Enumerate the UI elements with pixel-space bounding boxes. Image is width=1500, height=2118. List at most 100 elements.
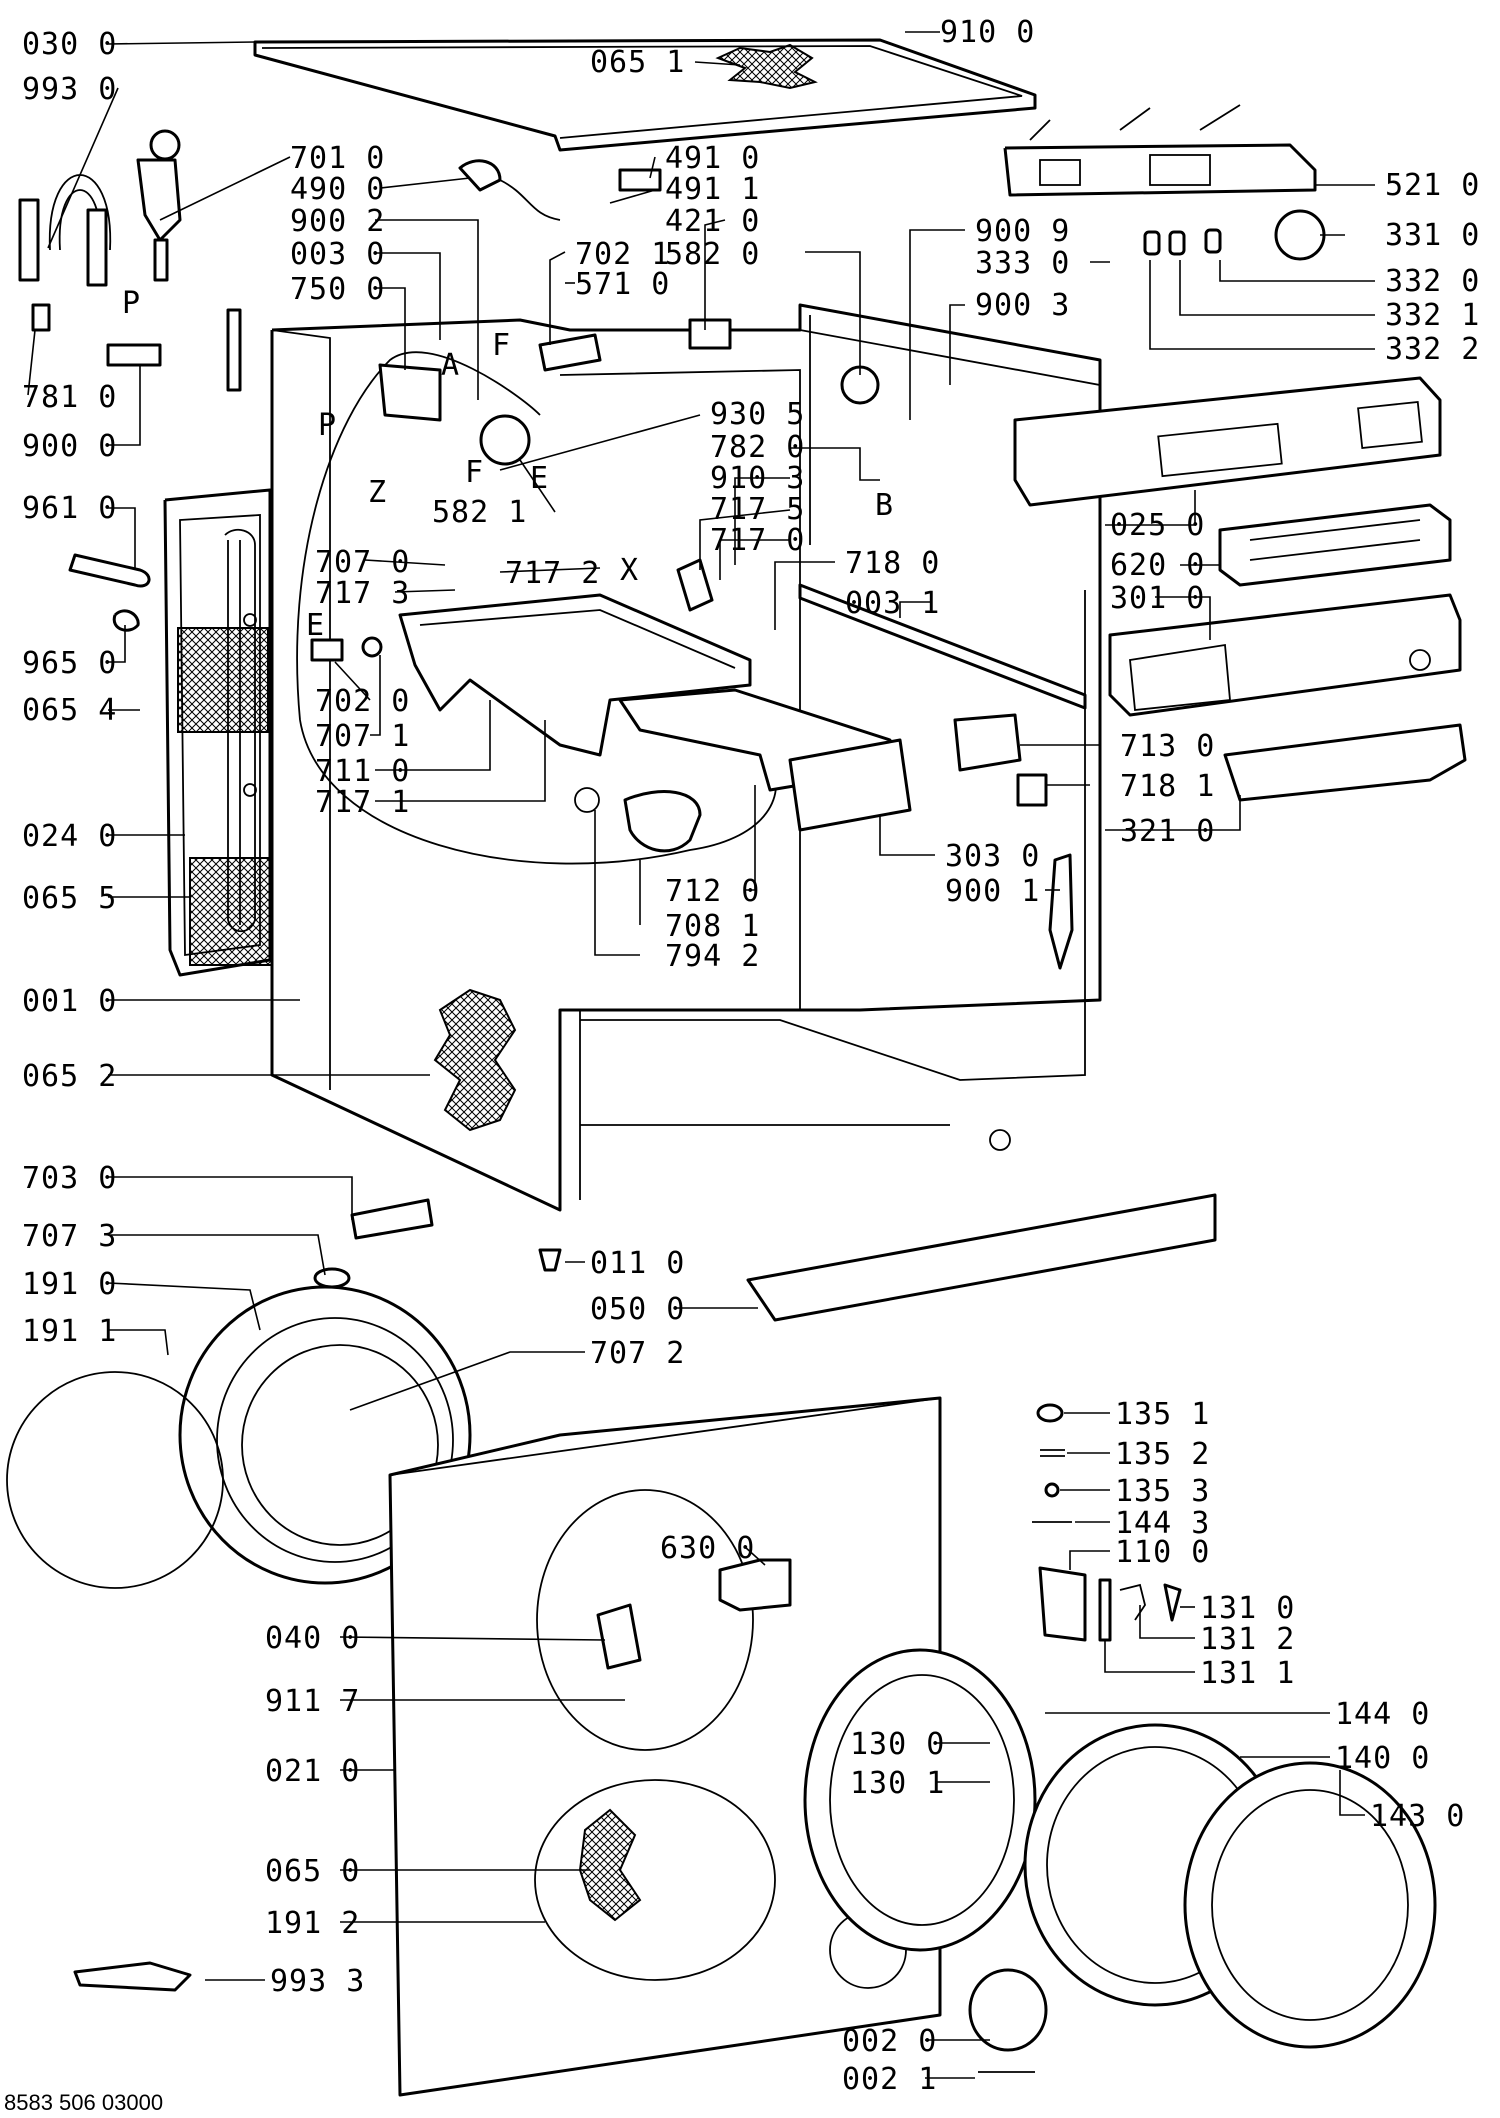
callout-582-1: 582 1: [432, 495, 527, 530]
callout-781-0: 781 0: [22, 380, 117, 415]
callout-717-5: 717 5: [710, 492, 805, 527]
tool-993-3: [73, 1961, 192, 1992]
callout-030-0: 030 0: [22, 27, 117, 62]
callout-301-0: 301 0: [1110, 581, 1205, 616]
dispenser-housing-711: [398, 593, 752, 757]
callout-191-1: 191 1: [22, 1314, 117, 1349]
callout-782-0: 782 0: [710, 430, 805, 465]
pin-131-1: [1098, 1578, 1112, 1642]
callout-130-1: 130 1: [850, 1766, 945, 1801]
callout-131-0: 131 0: [1200, 1591, 1295, 1626]
callout-717-0: 717 0: [710, 523, 805, 558]
callout-993-0: 993 0: [22, 72, 117, 107]
callout-143-0: 143 0: [1370, 1799, 1465, 1834]
valve-717: [676, 558, 714, 612]
callout-620-0: 620 0: [1110, 548, 1205, 583]
top-cover: [253, 38, 1037, 152]
callout-191-0: 191 0: [22, 1267, 117, 1302]
door-filter-002: [968, 1968, 1048, 2073]
handle-110: [1038, 1566, 1087, 1642]
marker-p-2: P: [318, 408, 337, 443]
callout-421-0: 421 0: [665, 204, 760, 239]
tube-702: [310, 638, 344, 662]
marker-e-1: E: [530, 461, 549, 496]
callout-900-0: 900 0: [22, 429, 117, 464]
front-panel-021: [388, 1396, 942, 2097]
callout-050-0: 050 0: [590, 1292, 685, 1327]
callout-303-0: 303 0: [945, 839, 1040, 874]
control-panel-301: [1108, 593, 1462, 717]
callout-707-0: 707 0: [315, 545, 410, 580]
spring-131-2: [1119, 1583, 1146, 1621]
callout-135-1: 135 1: [1115, 1397, 1210, 1432]
callout-707-1: 707 1: [315, 719, 410, 754]
callout-140-0: 140 0: [1335, 1741, 1430, 1776]
callout-702-0: 702 0: [315, 684, 410, 719]
bracket-713: [953, 713, 1022, 772]
control-board-620: [1218, 503, 1452, 587]
filter-781: [31, 303, 51, 332]
callout-011-0: 011 0: [590, 1246, 685, 1281]
marker-a: A: [441, 348, 460, 383]
callout-711-0: 711 0: [315, 754, 410, 789]
buttons-332: [1143, 228, 1222, 256]
marker-f-2: F: [465, 455, 484, 490]
valve-571: [538, 333, 602, 372]
tube-900-2: [226, 308, 242, 392]
bolt-961: [68, 553, 151, 588]
callout-708-1: 708 1: [665, 909, 760, 944]
fill-hose-490: [458, 159, 561, 221]
seal-707-3: [313, 1267, 351, 1289]
rail-003-1: [798, 583, 1087, 710]
callout-332-2: 332 2: [1385, 332, 1480, 367]
door-frame-outer-143: [1183, 1761, 1437, 2049]
callout-910-3: 910 3: [710, 461, 805, 496]
control-board-025: [1013, 376, 1442, 507]
kickplate-050: [746, 1193, 1217, 1322]
callout-321-0: 321 0: [1120, 814, 1215, 849]
callout-490-0: 490 0: [290, 172, 385, 207]
callout-900-1: 900 1: [945, 874, 1040, 909]
callout-065-0: 065 0: [265, 1854, 360, 1889]
callout-712-0: 712 0: [665, 874, 760, 909]
callout-144-0: 144 0: [1335, 1697, 1430, 1732]
callout-794-2: 794 2: [665, 939, 760, 974]
callout-491-0: 491 0: [665, 141, 760, 176]
door-lock-630: [718, 1558, 792, 1612]
door-frame-inner-144: [803, 1648, 1037, 1952]
callout-491-1: 491 1: [665, 172, 760, 207]
callout-630-0: 630 0: [660, 1531, 755, 1566]
callout-717-3: 717 3: [315, 576, 410, 611]
valve-421: [688, 318, 732, 350]
marker-z: Z: [368, 475, 387, 510]
callout-900-3: 900 3: [975, 288, 1070, 323]
callout-718-1: 718 1: [1120, 769, 1215, 804]
callout-labels: 030 0 993 0 910 0 065 1 701 0 490 0 900 …: [22, 15, 1480, 2097]
hinge-040: [596, 1603, 642, 1670]
callout-001-0: 001 0: [22, 984, 117, 1019]
leader-lines: [27, 31, 1375, 2079]
callout-717-1: 717 1: [315, 785, 410, 820]
callout-331-0: 331 0: [1385, 218, 1480, 253]
callout-707-3: 707 3: [22, 1219, 117, 1254]
callout-002-0: 002 0: [842, 2024, 937, 2059]
rear-panel: [163, 488, 273, 977]
drawer-front-303: [788, 738, 912, 832]
callout-110-0: 110 0: [1115, 1535, 1210, 1570]
callout-961-0: 961 0: [22, 491, 117, 526]
callout-332-1: 332 1: [1385, 298, 1480, 333]
callout-702-1: 702 1: [575, 237, 670, 272]
hose-708: [623, 790, 702, 853]
pump-582-1: [479, 414, 531, 466]
seal-794: [574, 787, 600, 813]
callout-065-1: 065 1: [590, 45, 685, 80]
callout-065-2: 065 2: [22, 1059, 117, 1094]
callout-135-3: 135 3: [1115, 1474, 1210, 1509]
marker-p-1: P: [122, 286, 141, 321]
callout-131-2: 131 2: [1200, 1622, 1295, 1657]
fascia-321: [1223, 723, 1467, 802]
callout-144-3: 144 3: [1115, 1506, 1210, 1541]
screw-011: [538, 1248, 562, 1272]
marker-f-1: F: [492, 328, 511, 363]
knob-331: [1274, 209, 1326, 261]
